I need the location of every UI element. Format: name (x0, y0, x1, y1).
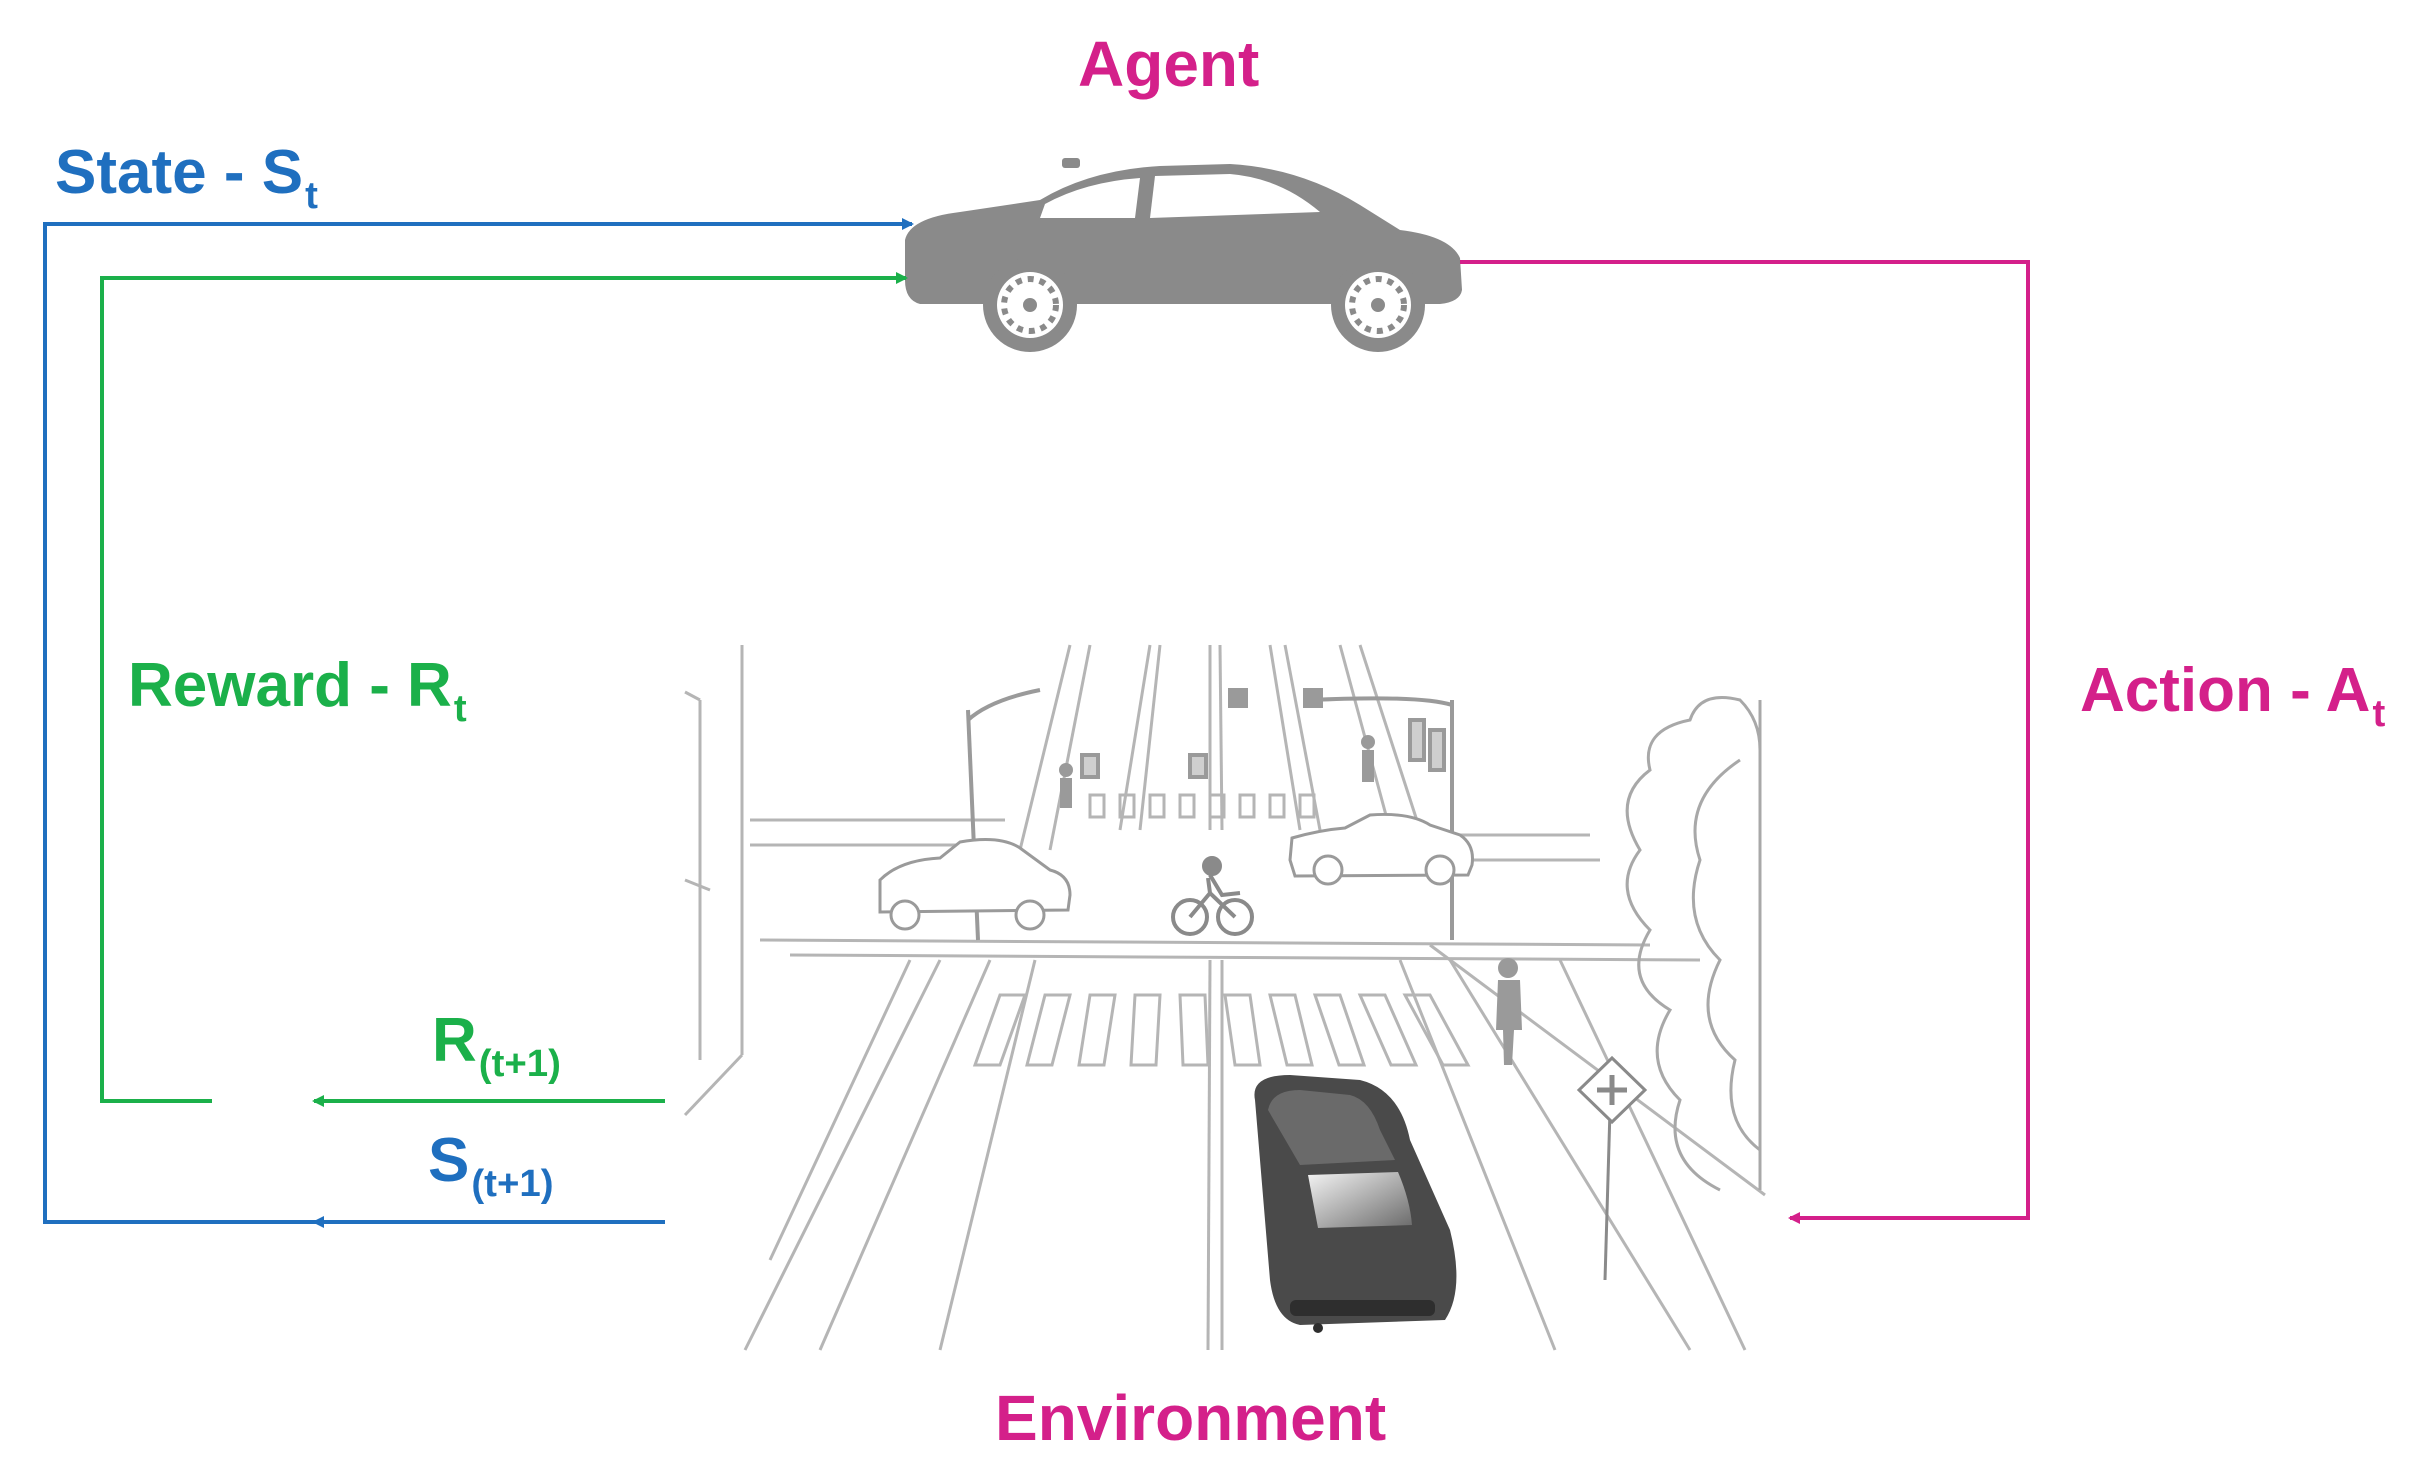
state-label: State - St (55, 142, 318, 215)
next-reward-label: R(t+1) (432, 1010, 561, 1083)
action-label: Action - At (2080, 660, 2385, 733)
environment-title: Environment (995, 1382, 1387, 1454)
road-intersection-scene (683, 644, 1766, 1351)
pedestrian-icon (1059, 735, 1522, 1065)
scene-car-left (878, 838, 1072, 931)
reward-label: Reward - Rt (128, 655, 467, 728)
road-sign-icon (1576, 1055, 1648, 1281)
scene-car-near (1254, 1075, 1457, 1333)
scene-car-right (1288, 813, 1474, 886)
next-reward-label-sub: (t+1) (478, 1041, 561, 1085)
crosswalk-near (972, 993, 1471, 1067)
state-label-sub: t (305, 173, 318, 217)
action-arrow (1460, 260, 2030, 1224)
next-state-label-main: S (428, 1126, 470, 1195)
agent-title: Agent (1078, 28, 1260, 100)
environment-label: Environment (995, 1386, 1386, 1450)
next-state-label: S(t+1) (428, 1130, 554, 1203)
traffic-light-icon (966, 688, 1454, 941)
agent-label: Agent (1078, 32, 1259, 96)
cyclist-icon (1171, 856, 1254, 936)
action-label-sub: t (2372, 691, 2386, 735)
tree-icon (1625, 696, 1762, 1192)
next-reward-label-main: R (432, 1006, 477, 1075)
reward-label-main: Reward - R (128, 651, 452, 720)
car-icon (905, 158, 1462, 352)
state-label-main: State - S (55, 138, 304, 207)
reward-arrow (100, 272, 908, 1103)
reward-label-sub: t (453, 686, 467, 730)
crosswalk-far (1088, 793, 1316, 819)
action-label-main: Action - A (2080, 656, 2371, 725)
next-state-label-sub: (t+1) (471, 1161, 554, 1205)
